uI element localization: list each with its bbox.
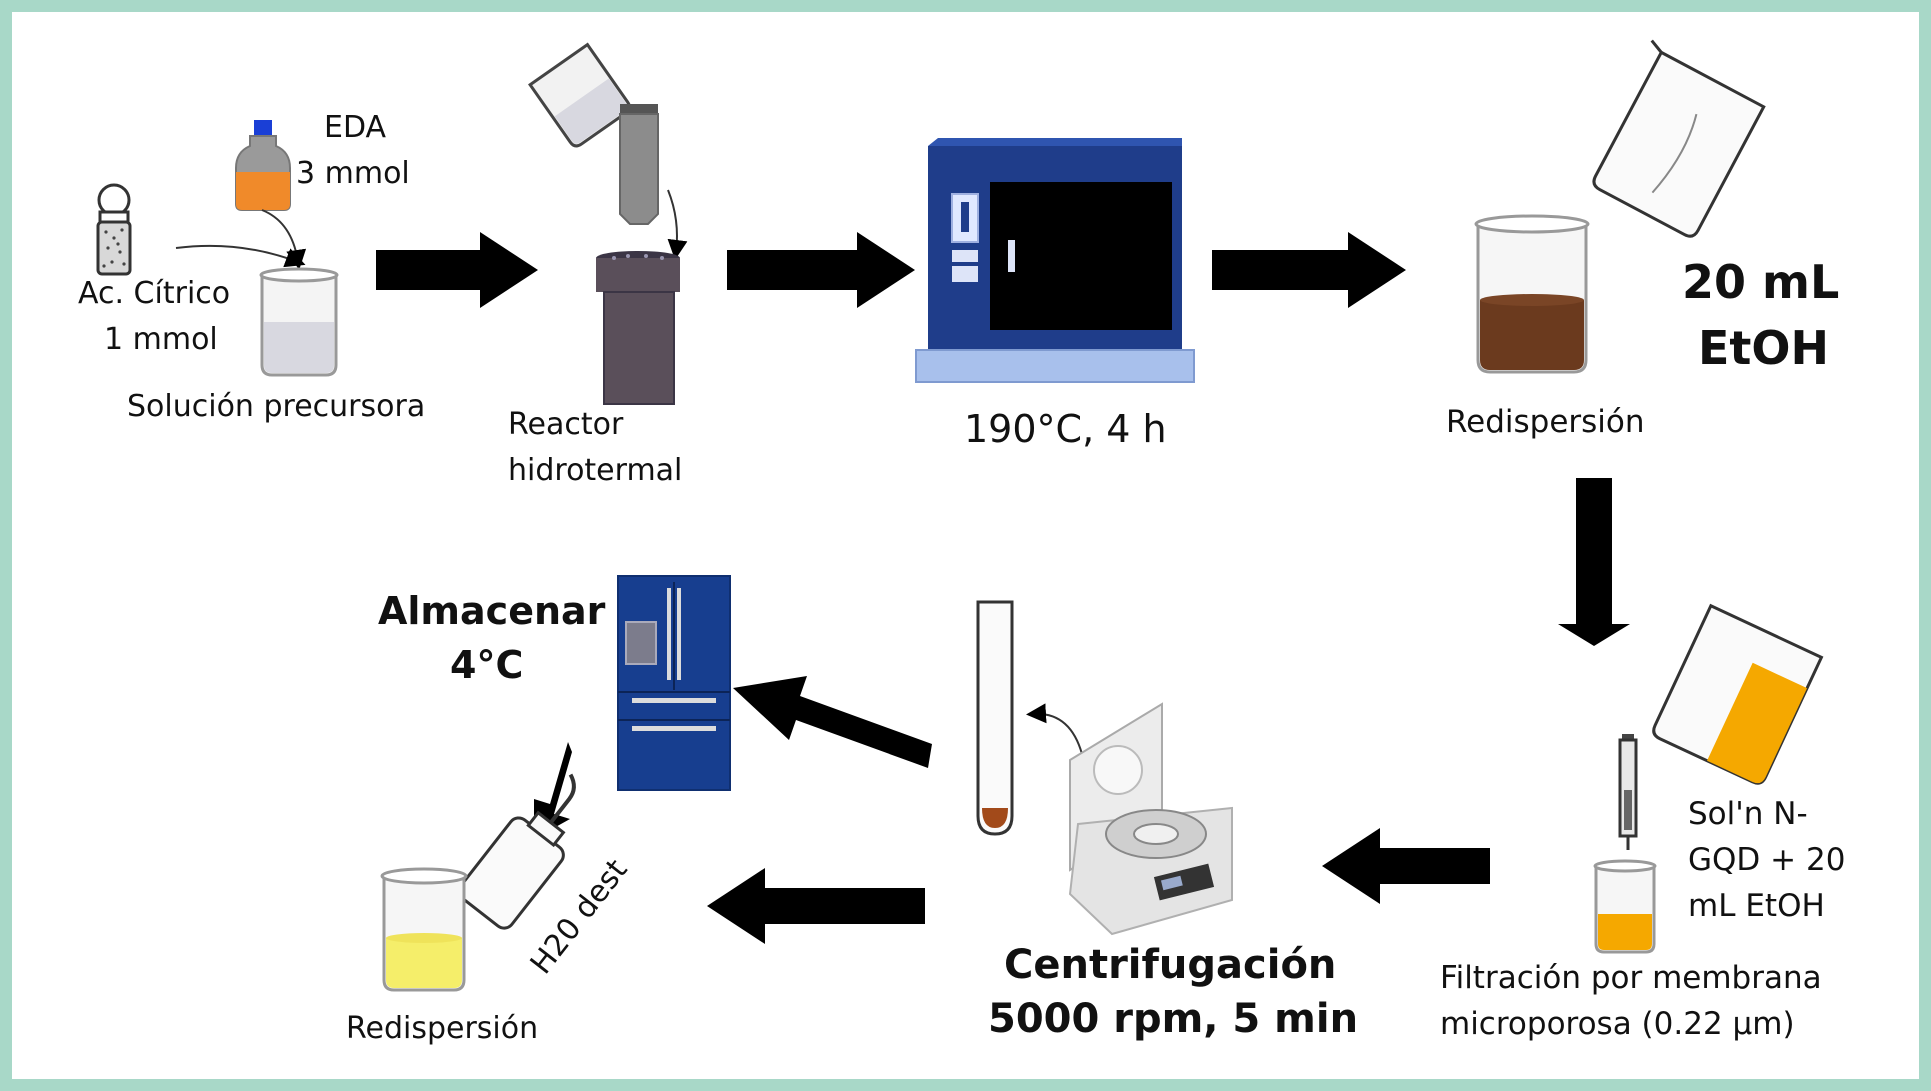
reactor-caption-1: Reactor [508,407,624,442]
citric-amount: 1 mmol [104,322,218,357]
arrow-to-redispersion [1212,232,1406,308]
arrow-to-centrifuge [1322,828,1490,904]
oven [915,138,1195,383]
yellow-solution-beaker [380,867,468,992]
reactor-caption-2: hidrotermal [508,453,682,488]
citric-acid-jar [96,183,132,276]
arrow-to-final-redispersion [707,868,925,944]
liner-into-reactor-arrow [667,189,688,260]
final-caption: Redispersión [346,1011,538,1046]
arrow-to-filtration [1558,478,1630,646]
arrow-to-final-beaker [534,742,572,839]
eda-label: EDA [324,110,387,145]
centrifuge [1068,702,1233,936]
orange-pouring-beaker [1652,603,1824,785]
arrow-to-reactor [376,232,538,308]
solution-label-2: GQD + 20 [1688,842,1845,878]
centrifuge-caption-1: Centrifugación [1004,942,1336,988]
eda-bottle [235,120,291,211]
eda-amount: 3 mmol [296,156,410,191]
ethanol-pouring-beaker [1592,39,1766,238]
eda-to-beaker-arrow [261,209,307,270]
precursor-caption: Solución precursora [127,389,425,424]
ethanol-label: EtOH [1698,321,1829,375]
reactor-vessel [596,251,680,405]
ethanol-volume: 20 mL [1682,255,1839,309]
filtration-caption-1: Filtración por membrana [1440,960,1822,996]
test-tube [976,600,1014,836]
refrigerator [617,575,731,791]
storage-caption-2: 4°C [450,643,523,687]
arrow-to-oven [727,232,915,308]
solution-label-3: mL EtOH [1688,888,1825,924]
centrifuge-caption-2: 5000 rpm, 5 min [988,996,1358,1042]
citric-label: Ac. Cítrico [78,276,230,311]
filtration-caption-2: microporosa (0.22 µm) [1440,1006,1795,1042]
arrow-to-storage [733,676,932,768]
syringe-filter [1618,734,1638,850]
reactor-liner [619,104,659,225]
wash-bottle [457,773,576,930]
storage-caption-1: Almacenar [378,589,606,633]
solution-label-1: Sol'n N- [1688,796,1808,832]
filtrate-beaker [1593,859,1657,954]
brown-suspension-beaker [1474,214,1590,374]
pouring-beaker [528,42,631,148]
tube-out-arrow [1026,703,1083,755]
oven-caption: 190°C, 4 h [964,407,1167,451]
precursor-beaker [259,267,339,377]
redispersion-caption: Redispersión [1446,404,1645,440]
citric-to-beaker-arrow [175,244,306,268]
